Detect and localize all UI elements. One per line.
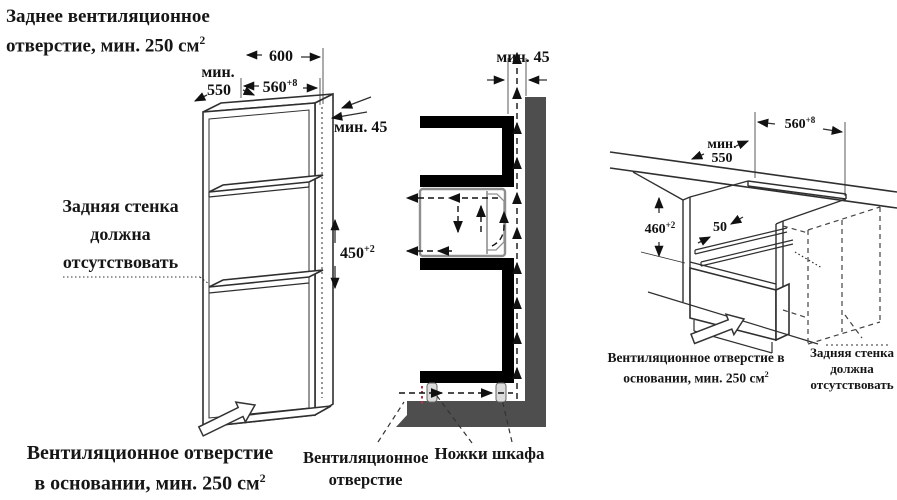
rear-vent-note-line2: отверстие, мин. 250 см2 — [6, 35, 206, 57]
rear-vent-note-line1: Заднее вентиляционное — [6, 6, 210, 27]
dim-vent-gap-50: 50 — [713, 220, 727, 235]
base-vent-arrow — [197, 401, 257, 437]
dim-depth-prefix: мин. — [707, 137, 736, 152]
dim-depth-550: 550 — [712, 151, 733, 166]
shelf-top-front-edge — [208, 186, 310, 198]
shelf-hidden-edge — [222, 269, 324, 281]
tall-cabinet-diagram: 600 560+8 мин. 550 мин. 45 450+2 — [63, 48, 387, 437]
label-leaders — [377, 395, 513, 444]
airflow-arrows — [399, 51, 522, 399]
undercounter-niche-diagram: 560+8 мин. 550 460+2 50 — [609, 112, 897, 354]
dim-arrow — [735, 140, 750, 150]
countertop-edge — [609, 167, 897, 209]
dim-niche-height-460: 460+2 — [645, 220, 676, 237]
extension-line — [640, 251, 686, 264]
dim-width-600: 600 — [269, 48, 293, 65]
cabinet-top-edge — [632, 171, 684, 201]
dim-arrow — [242, 86, 256, 96]
vent-gap-rails — [694, 227, 823, 269]
dim-depth-prefix: мин. — [201, 64, 234, 81]
rear-vent-note: Заднее вентиляционное отверстие, мин. 25… — [6, 4, 256, 58]
dim-depth-550: 550 — [207, 82, 231, 99]
dim-arrow — [330, 111, 368, 121]
cabinet-front-face — [202, 102, 316, 428]
dim-arrow — [690, 150, 705, 160]
dim-niche-height-450: 450+2 — [340, 244, 375, 262]
dim-niche-width-560: 560+8 — [785, 115, 816, 132]
base-side-panel — [775, 282, 790, 342]
back-wall-note-right: Задняя стенка должна отсутствовать — [810, 345, 894, 392]
upper-cabinet-section — [420, 116, 514, 187]
back-wall-note: Задняя стенка должна отсутствовать — [62, 196, 179, 272]
shelf-bottom-front-edge — [208, 282, 310, 294]
wall — [525, 97, 546, 404]
dim-arrow — [730, 214, 744, 225]
dim-rear-gap-45: мин. 45 — [496, 49, 549, 66]
base-vent-arrow — [690, 313, 746, 345]
dim-arrow — [193, 92, 208, 102]
countertop-edge — [609, 151, 897, 193]
airflow-section-diagram: мин. 45 — [377, 49, 550, 444]
dim-rear-gap-45: мин. 45 — [334, 119, 387, 136]
dim-arrow — [756, 118, 776, 128]
cabinet-side-face — [314, 92, 334, 417]
cabinet-legs-note: Ножки шкафа — [434, 444, 545, 463]
shelf-hidden-edge — [222, 174, 324, 186]
lower-cabinet-section — [420, 258, 514, 383]
base-vent-note-right: Вентиляционное отверстие в основании, ми… — [607, 350, 785, 386]
base-vent-note: Вентиляционное отверстие в основании, ми… — [26, 442, 274, 495]
vent-opening-note: Вентиляционное отверстие — [303, 448, 429, 489]
dim-arrow — [697, 236, 712, 246]
floor — [396, 401, 546, 427]
dim-niche-width-560: 560+8 — [263, 78, 298, 96]
dim-arrow — [822, 125, 844, 135]
absent-back-wall-outline — [782, 206, 881, 345]
dim-arrow — [340, 96, 372, 109]
